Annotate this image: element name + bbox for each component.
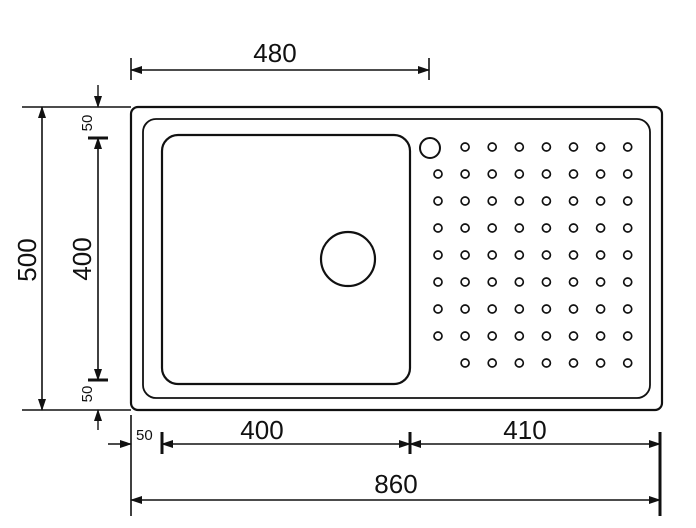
- drainer-hole: [460, 277, 470, 287]
- drainer-hole: [433, 304, 443, 314]
- drainer-hole: [622, 223, 633, 233]
- drain-hole: [319, 230, 377, 288]
- drainer-hole: [622, 358, 633, 368]
- label-top-margin: 50: [79, 115, 96, 132]
- label-bowl-width: 400: [240, 415, 283, 445]
- dimension-bowl-height: 400 50 50: [67, 85, 108, 430]
- drainer-hole: [541, 358, 552, 368]
- drainer-hole: [514, 277, 525, 287]
- drainer-hole: [622, 250, 633, 260]
- drainer-hole: [541, 331, 552, 341]
- drainer-hole: [568, 331, 579, 341]
- drainer-hole: [460, 331, 470, 341]
- drainer-hole: [568, 169, 579, 179]
- drainer-hole: [541, 223, 552, 233]
- drainer-hole: [541, 169, 552, 179]
- drainer-hole: [595, 304, 606, 314]
- sink-inner-rim: [142, 118, 651, 399]
- drainer-hole: [568, 223, 579, 233]
- drainer-hole: [487, 331, 498, 341]
- drainer-hole: [487, 277, 498, 287]
- drainer-hole: [514, 196, 525, 206]
- drainer-hole: [487, 304, 498, 314]
- drainer-hole: [568, 277, 579, 287]
- drainer-hole: [622, 277, 633, 287]
- label-drainer-width: 410: [503, 415, 546, 445]
- drainer-hole: [541, 196, 552, 206]
- drainer-hole: [514, 331, 525, 341]
- drainer-hole: [514, 223, 525, 233]
- drainer-hole: [433, 169, 443, 179]
- drainer-hole: [487, 223, 498, 233]
- drainer-hole: [460, 250, 470, 260]
- drainer-hole: [541, 250, 552, 260]
- drainer-hole: [487, 358, 498, 368]
- drainer-holes: [433, 142, 633, 368]
- drainer-hole: [541, 277, 552, 287]
- drainer-hole: [487, 196, 498, 206]
- drainer-hole: [568, 142, 579, 152]
- drainer-hole: [595, 250, 606, 260]
- drainer-hole: [460, 304, 470, 314]
- drainer-hole: [568, 250, 579, 260]
- drainer-hole: [487, 250, 498, 260]
- drainer-hole: [595, 142, 606, 152]
- drainer-hole: [460, 358, 470, 368]
- dimension-top-width: 480: [130, 38, 430, 80]
- drainer-hole: [460, 142, 470, 152]
- drainer-hole: [595, 331, 606, 341]
- drainer-hole: [433, 250, 443, 260]
- drainer-hole: [514, 142, 525, 152]
- label-top-width: 480: [253, 38, 296, 68]
- drainer-hole: [595, 196, 606, 206]
- drainer-hole: [514, 169, 525, 179]
- label-bottom-margin: 50: [79, 386, 96, 403]
- drainer-hole: [460, 169, 470, 179]
- drainer-hole: [595, 223, 606, 233]
- drainer-hole: [514, 304, 525, 314]
- drainer-hole: [568, 358, 579, 368]
- drainer-hole: [487, 169, 498, 179]
- drainer-hole: [622, 142, 633, 152]
- label-total-width: 860: [374, 469, 417, 499]
- drainer-hole: [433, 196, 443, 206]
- drainer-hole: [487, 142, 498, 152]
- drainer-hole: [433, 277, 443, 287]
- drainer-hole: [595, 169, 606, 179]
- label-left-margin: 50: [136, 427, 153, 444]
- tap-hole: [419, 137, 441, 159]
- drainer-hole: [433, 223, 443, 233]
- drainer-hole: [568, 196, 579, 206]
- drainer-hole: [595, 358, 606, 368]
- drainer-hole: [460, 196, 470, 206]
- drainer-hole: [460, 223, 470, 233]
- drainer-hole: [541, 142, 552, 152]
- drainer-hole: [433, 331, 443, 341]
- drainer-hole: [514, 250, 525, 260]
- label-total-height: 500: [12, 238, 42, 281]
- drainer-hole: [622, 196, 633, 206]
- drainer-hole: [622, 304, 633, 314]
- label-bowl-height: 400: [67, 237, 97, 280]
- dimension-bottom-widths: 50 400 410 860: [108, 415, 662, 516]
- drainer-hole: [622, 169, 633, 179]
- drainer-hole: [568, 304, 579, 314]
- dimension-total-height: 500: [12, 106, 131, 411]
- drainer-hole: [541, 304, 552, 314]
- sink-bowl: [160, 133, 412, 386]
- drainer-hole: [622, 331, 633, 341]
- drainer-hole: [595, 277, 606, 287]
- sink-outline: [129, 105, 664, 412]
- drainer-hole: [514, 358, 525, 368]
